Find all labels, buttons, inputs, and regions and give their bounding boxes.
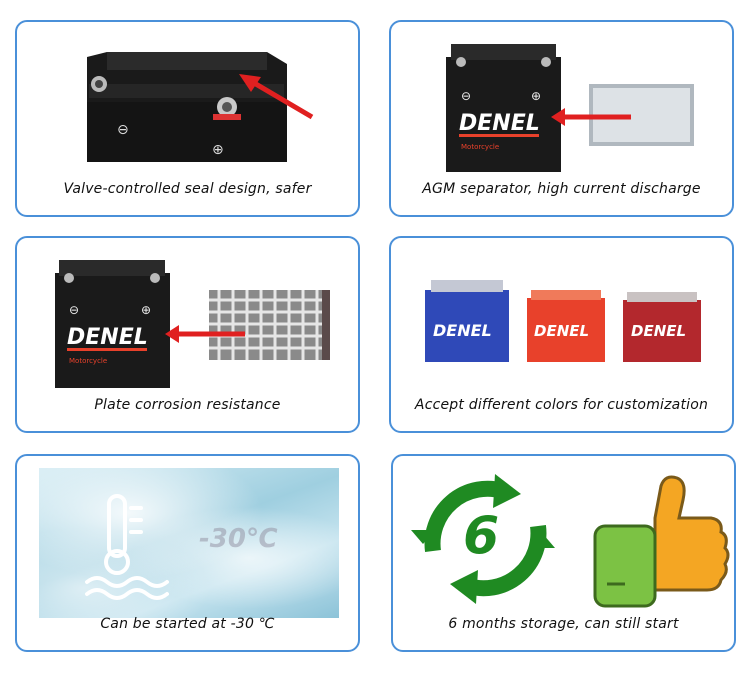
card-caption: 6 months storage, can still start (448, 616, 679, 632)
storage-months-number: 6 (463, 506, 500, 566)
svg-text:⊖: ⊖ (461, 89, 471, 103)
colored-batteries-illustration: DENEL DENEL DENEL (425, 280, 701, 362)
temperature-label: -30℃ (199, 524, 278, 554)
brand-logo: DENEL (631, 322, 686, 340)
feature-card-colors: DENEL DENEL DENEL Accept different color… (389, 236, 734, 433)
feature-card-plate-corrosion: ⊖ ⊕ DENEL Motorcycle Plate corrosion res… (15, 236, 360, 433)
card-caption: Valve-controlled seal design, safer (63, 181, 312, 197)
battery-plate-illustration: ⊖ ⊕ DENEL Motorcycle (55, 260, 330, 388)
thumbs-up-icon (593, 475, 730, 608)
svg-text:⊖: ⊖ (117, 122, 129, 138)
svg-text:⊕: ⊕ (141, 303, 151, 317)
svg-text:⊖: ⊖ (69, 303, 79, 317)
brand-logo: DENEL (459, 111, 540, 136)
feature-card-storage: 6 6 months storage, can still start (391, 454, 736, 652)
thermometer-icon (85, 494, 169, 600)
battery-top-illustration: ⊖ ⊕ (87, 52, 314, 162)
feature-card-agm-separator: ⊖ ⊕ DENEL Motorcycle AGM separator, high… (389, 20, 734, 217)
brand-logo: DENEL (67, 325, 148, 350)
brand-logo: DENEL (534, 322, 589, 340)
svg-text:⊕: ⊕ (531, 89, 541, 103)
feature-card-cold-start: -30℃ Can be started at -30 ℃ (15, 454, 360, 652)
card-caption: Accept different colors for customizatio… (414, 397, 709, 413)
card-caption: Plate corrosion resistance (94, 397, 281, 413)
battery-type-label: Motorcycle (69, 357, 107, 365)
battery-separator-illustration: ⊖ ⊕ DENEL Motorcycle (446, 44, 694, 172)
feature-card-valve-seal: ⊖ ⊕ Valve-controlled seal design, safer (15, 20, 360, 217)
card-caption: Can be started at -30 ℃ (100, 616, 275, 632)
card-caption: AGM separator, high current discharge (422, 181, 701, 197)
svg-text:⊕: ⊕ (212, 142, 224, 158)
battery-type-label: Motorcycle (461, 143, 499, 151)
brand-logo: DENEL (433, 321, 492, 340)
recycle-arrows-icon (411, 474, 555, 604)
